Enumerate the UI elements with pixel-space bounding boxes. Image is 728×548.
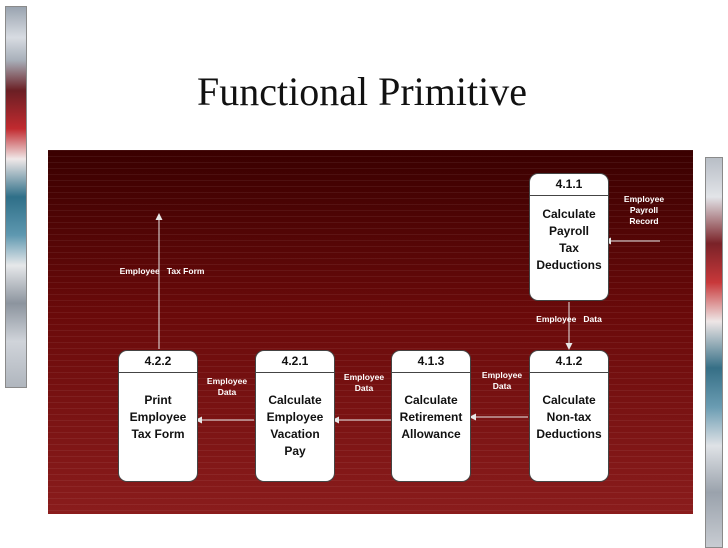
- process-name: Calculate Payroll Tax Deductions: [536, 207, 602, 272]
- process-box-4-1-2: 4.1.2 Calculate Non-tax Deductions: [529, 350, 609, 482]
- diagram-panel: 4.1.1 Calculate Payroll Tax Deductions 4…: [48, 150, 693, 514]
- process-id: 4.2.1: [256, 351, 334, 373]
- process-name: Calculate Employee Vacation Pay: [266, 393, 324, 458]
- process-name: Calculate Non-tax Deductions: [536, 393, 602, 441]
- flow-label-employee-tax-form: Employee Tax Form: [119, 266, 205, 276]
- process-id: 4.2.2: [119, 351, 197, 373]
- process-box-4-2-2: 4.2.2 Print Employee Tax Form: [118, 350, 198, 482]
- flow-label-employee-data-412-413: Employee Data: [481, 370, 523, 391]
- process-box-4-2-1: 4.2.1 Calculate Employee Vacation Pay: [255, 350, 335, 482]
- flow-label-employee-data-vertical: Employee Data: [536, 314, 602, 324]
- process-id: 4.1.1: [530, 174, 608, 196]
- process-name: Calculate Retirement Allowance: [399, 393, 463, 441]
- decorative-side-strip-left: [5, 6, 27, 388]
- process-box-4-1-1: 4.1.1 Calculate Payroll Tax Deductions: [529, 173, 609, 301]
- process-id: 4.1.2: [530, 351, 608, 373]
- decorative-side-strip-right: [705, 157, 723, 548]
- flow-label-employee-data-413-421: Employee Data: [343, 372, 385, 393]
- process-name: Print Employee Tax Form: [129, 393, 187, 441]
- process-box-4-1-3: 4.1.3 Calculate Retirement Allowance: [391, 350, 471, 482]
- flow-label-employee-payroll-record: Employee Payroll Record: [623, 194, 665, 226]
- flow-label-employee-data-421-422: Employee Data: [206, 376, 248, 397]
- flow-arrows: [155, 213, 660, 424]
- slide-title: Functional Primitive: [197, 69, 527, 114]
- process-id: 4.1.3: [392, 351, 470, 373]
